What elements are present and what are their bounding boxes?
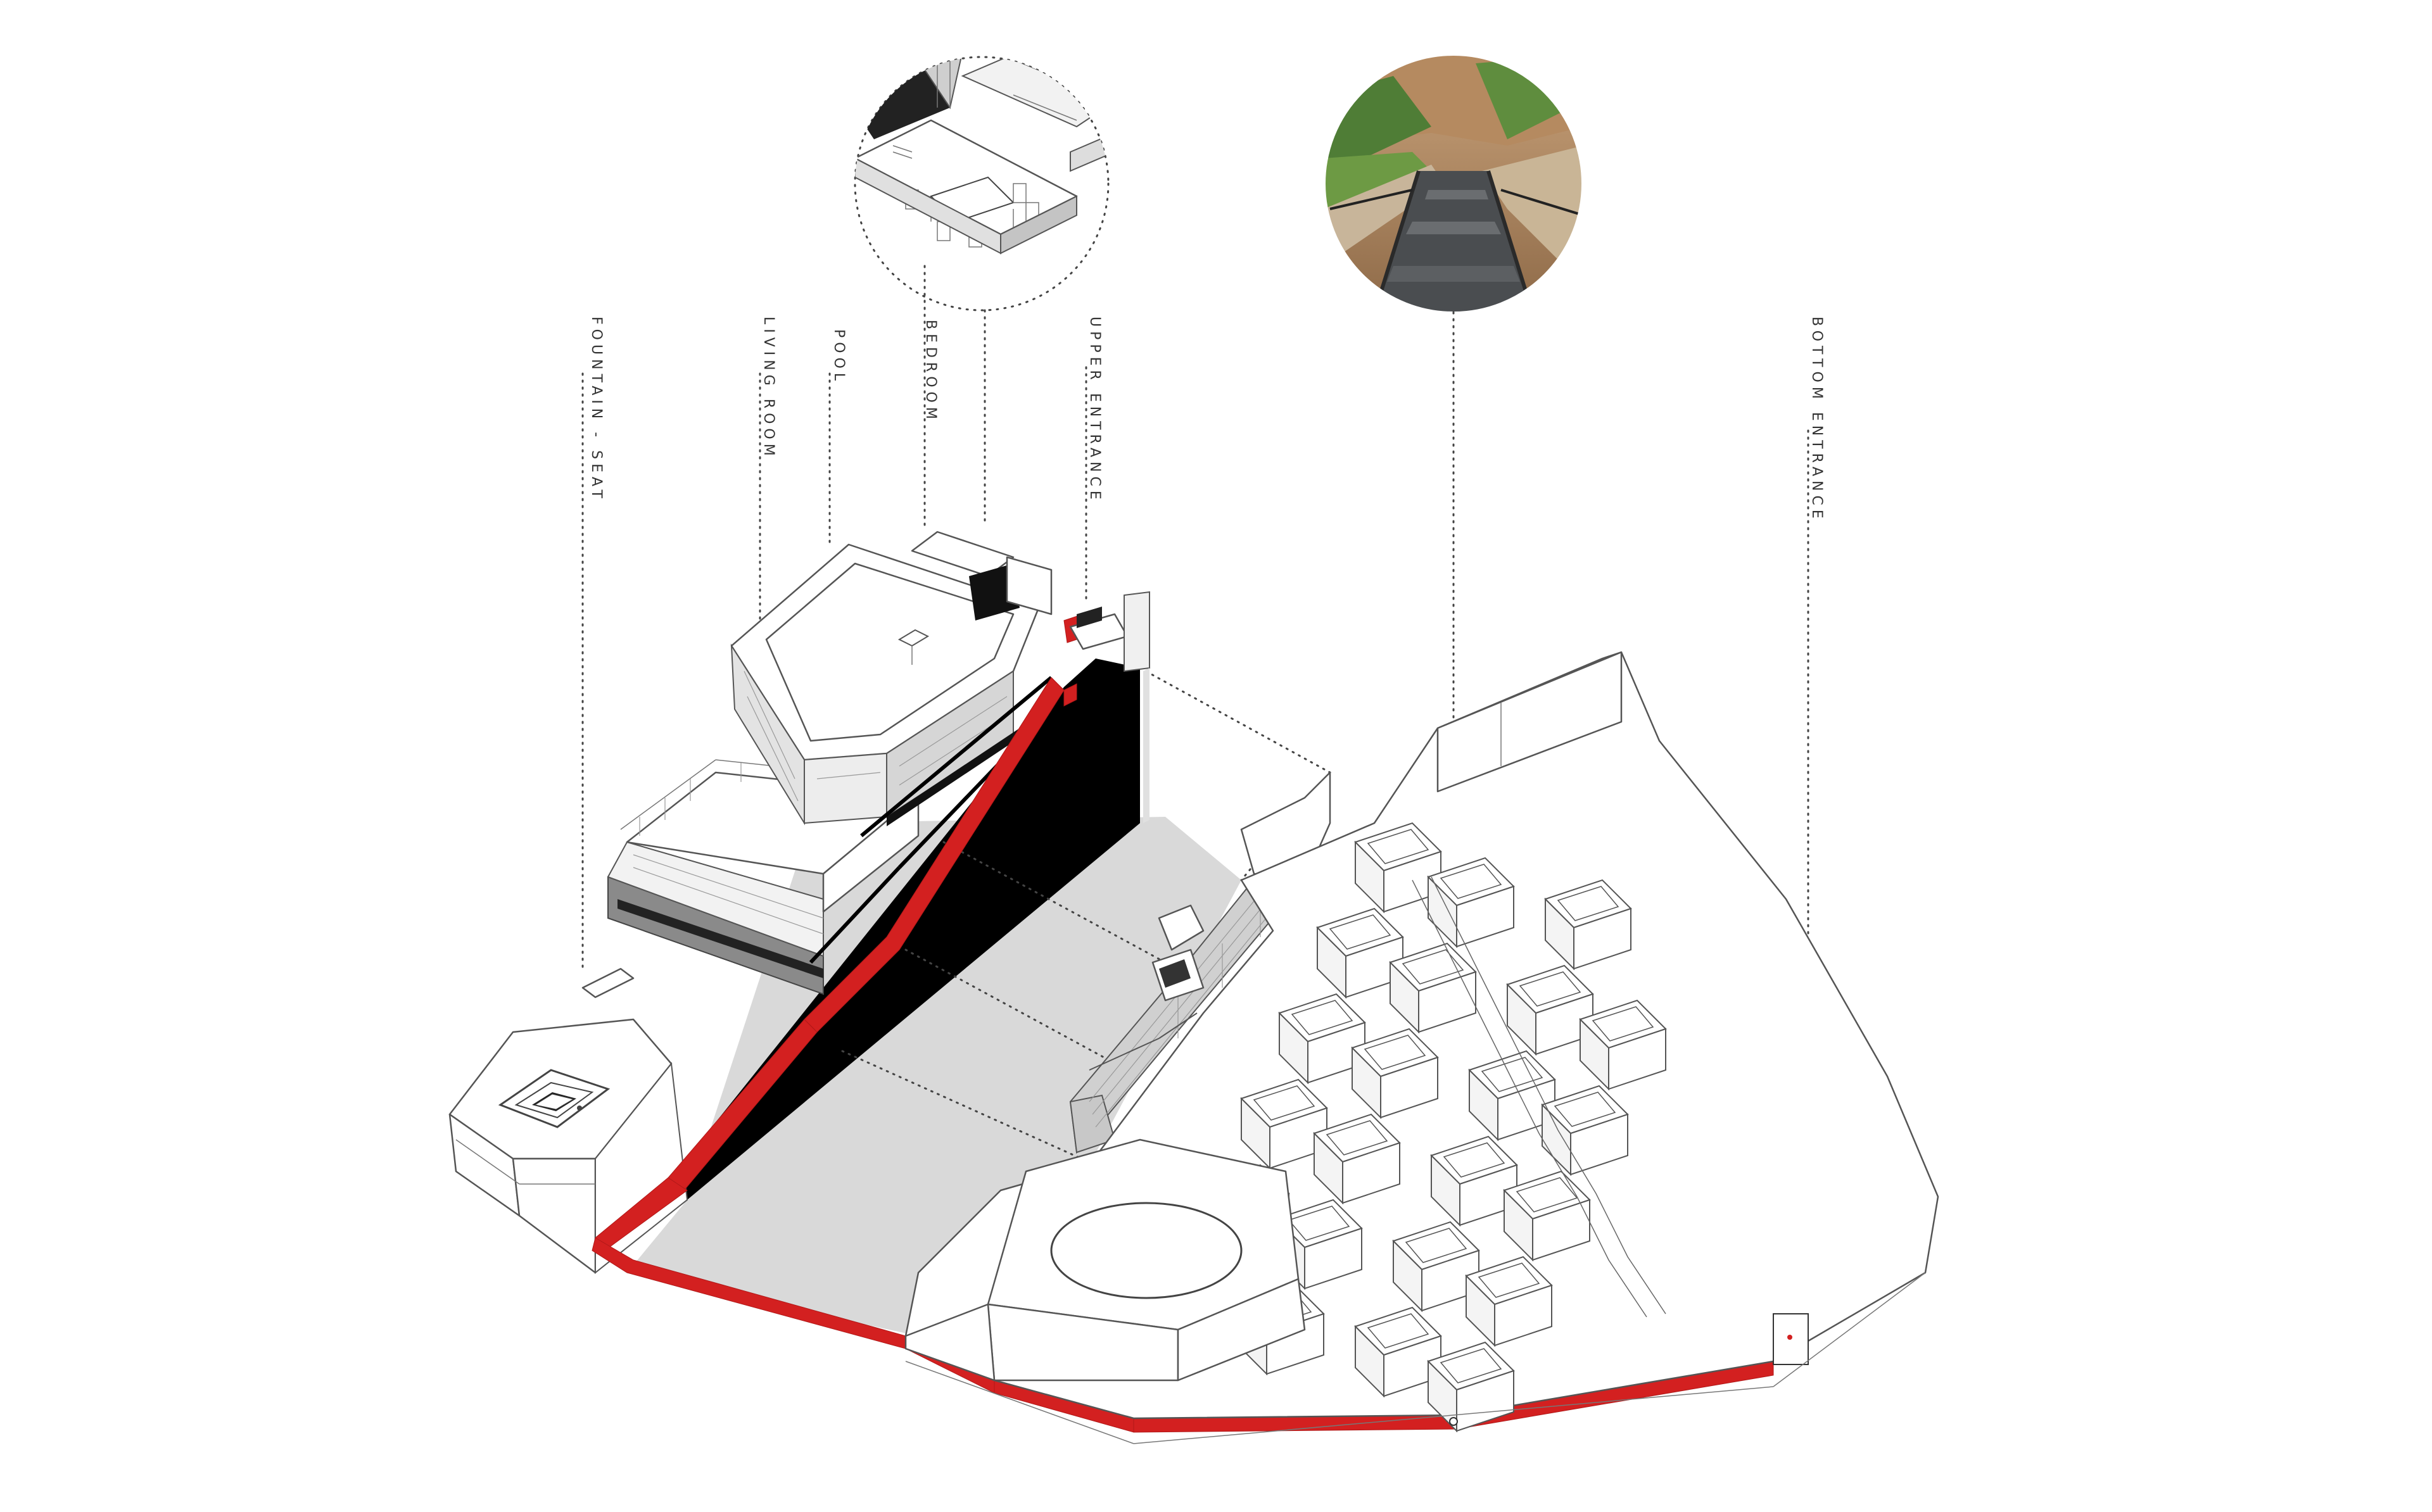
terrace-block-face <box>1405 1228 1467 1263</box>
upper-entrance-planters <box>1069 591 1150 823</box>
terrace-block-face <box>1532 1199 1590 1261</box>
labels: FOUNTAIN - SEAT LIVING ROOM POOL BEDROOM… <box>588 317 1825 523</box>
terrace-block-face <box>1494 1284 1552 1347</box>
terrace-block-face <box>1440 1348 1502 1383</box>
inset-interior-detail <box>854 56 1110 312</box>
terrace-block-face <box>1380 1056 1438 1119</box>
terrace-block-face <box>1608 1028 1666 1090</box>
terrace-block-face <box>1519 971 1581 1007</box>
label-bottom-entrance: BOTTOM ENTRANCE <box>1809 317 1825 523</box>
stepped-terraces <box>904 651 1939 1444</box>
label-upper-entrance: UPPER ENTRANCE <box>1087 317 1103 504</box>
site-axonometric <box>448 531 1939 1444</box>
terrace-block-face <box>1573 907 1631 970</box>
label-living-room: LIVING ROOM <box>761 317 776 460</box>
terrace-block-face <box>1364 1035 1426 1070</box>
terrace-block-face <box>1367 829 1429 864</box>
terrace-block-face <box>1570 1113 1628 1176</box>
terrace-block-face <box>1367 1313 1429 1349</box>
label-fountain-seat: FOUNTAIN - SEAT <box>588 317 604 503</box>
terrace-block-face <box>1456 1370 1514 1432</box>
terrace-block-face <box>1402 949 1464 985</box>
terrace-block-face <box>1291 1000 1353 1035</box>
terrace-block-face <box>1592 1006 1654 1042</box>
terrace-block-face <box>1478 1263 1540 1298</box>
terrace-block-face <box>1440 864 1502 899</box>
fountain-platform <box>448 967 688 1275</box>
terrace-block-face <box>1342 1142 1400 1204</box>
terrace-block-face <box>1253 1085 1315 1121</box>
terrace-block-face <box>1326 1120 1388 1156</box>
terrace-block-face <box>1456 885 1514 948</box>
terrace-block-face <box>1557 886 1619 921</box>
label-bedroom: BEDROOM <box>923 320 939 424</box>
terrace-block-face <box>1516 1177 1578 1213</box>
terrace-stairs <box>1412 876 1666 1318</box>
terrace-block-face <box>1418 971 1476 1033</box>
terrace-block-face <box>1481 1057 1543 1092</box>
terrace-block-face <box>1288 1206 1350 1241</box>
inset-path-photo <box>1324 54 1583 313</box>
house-upper-level <box>730 531 1053 826</box>
terrace-block-face <box>1329 914 1391 950</box>
terrace-block-face <box>1554 1092 1616 1127</box>
label-pool: POOL <box>831 329 847 385</box>
terrace-block-face <box>1443 1142 1505 1178</box>
terrace-block-face <box>1304 1227 1362 1290</box>
hillside-building <box>1069 771 1331 1154</box>
